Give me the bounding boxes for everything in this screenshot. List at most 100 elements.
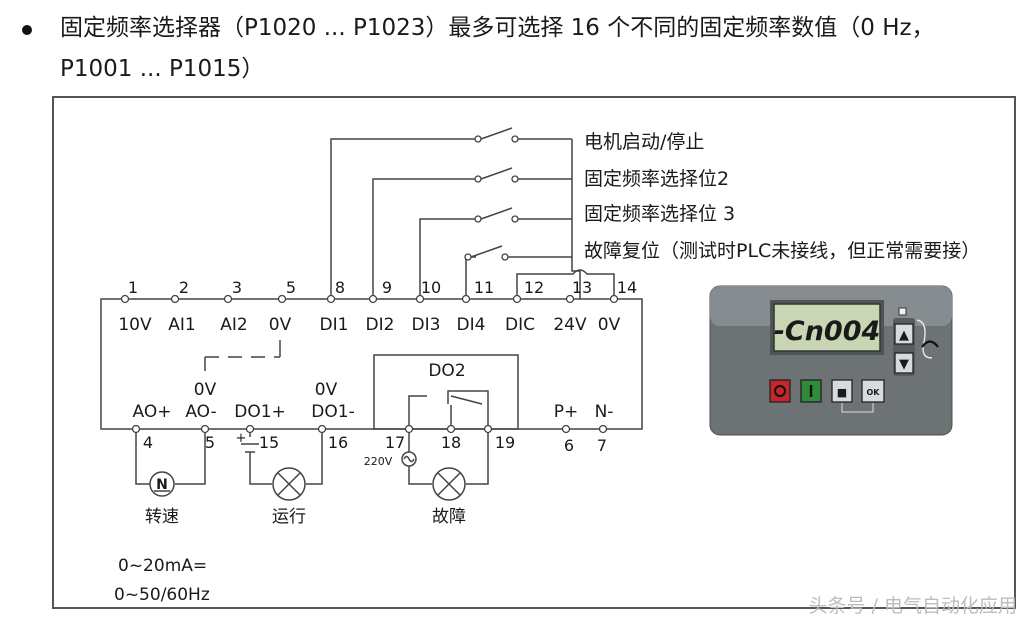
bottom-terminal-sub: 0V (194, 380, 217, 400)
switch-label-3: 固定频率选择位 3 (584, 203, 735, 225)
speed-meter-symbol: N (156, 477, 168, 493)
panel-key-bracket (916, 319, 933, 359)
down-arrow-icon: ▼ (899, 357, 909, 372)
panel-key-link (841, 403, 874, 413)
top-terminal-num: 13 (572, 278, 592, 297)
ok-key-label: OK (867, 388, 881, 397)
switch-2 (480, 167, 572, 180)
panel-indicator (898, 307, 907, 316)
up-arrow-icon: ▲ (899, 328, 909, 343)
speed-label: 转速 (145, 507, 179, 527)
bottom-terminal-name: DO1- (311, 402, 354, 422)
bullet-dot (22, 25, 32, 35)
battery-plus-sign: + (236, 431, 247, 446)
relay-contact (450, 395, 483, 405)
wire-dic-jumper (516, 269, 615, 299)
switch-contacts (464, 135, 519, 261)
bottom-terminal-num: 16 (328, 433, 348, 452)
top-terminal-num: 8 (335, 278, 345, 297)
ac-voltage-label: 220V (364, 455, 393, 468)
analog-note-line-2: 0~50/60Hz (114, 585, 210, 605)
top-terminal-name: 10V (118, 315, 152, 335)
watermark: 头条号 / 电气自动化应用 (808, 595, 1017, 617)
top-terminal-name: DI3 (412, 315, 441, 335)
switch-1 (480, 127, 572, 140)
wire-ao-plus (135, 429, 150, 485)
switch-label-4: 故障复位（测试时PLC未接线，但正常需要接） (584, 240, 980, 262)
switch-label-2: 固定频率选择位2 (584, 168, 729, 190)
bottom-terminal-name: N- (595, 402, 614, 422)
top-terminal-num: 5 (286, 278, 296, 297)
diagram-frame (52, 96, 1016, 609)
wire-do1-minus (306, 429, 323, 485)
header: 固定频率选择器（P1020 ... P1023）最多可选择 16 个不同的固定频… (0, 0, 1031, 92)
bottom-terminal-num: 5 (205, 433, 215, 452)
top-terminal-name: AI2 (220, 315, 247, 335)
fault-lamp (432, 467, 466, 501)
top-terminal-num: 14 (617, 278, 637, 297)
function-key-icon: ■ (837, 386, 847, 399)
wire-19-lamp (466, 429, 489, 485)
top-terminal-name: AI1 (168, 315, 195, 335)
bottom-terminal-name: AO- (185, 402, 216, 422)
bottom-terminal-name: P+ (554, 402, 579, 422)
relay-nc-arm (408, 395, 427, 429)
relay-label: DO2 (428, 361, 465, 381)
top-terminal-num: 10 (421, 278, 441, 297)
ac-wave (403, 455, 415, 463)
top-terminal-num: 3 (232, 278, 242, 297)
top-terminal-num: 2 (179, 278, 189, 297)
wire-di3 (419, 218, 476, 299)
rotate-arrow-icon (921, 340, 939, 348)
switch-3 (480, 207, 572, 220)
down-key[interactable] (894, 352, 914, 374)
wire-ao-minus (175, 429, 206, 485)
display-screen (773, 303, 881, 352)
top-terminal-name: 24V (553, 315, 587, 335)
bottom-terminal-num: 17 (385, 433, 405, 452)
operator-panel: -Cn004 ▲ ▼ ■ OK (709, 285, 953, 436)
top-terminal-name: DIC (505, 315, 535, 335)
bottom-terminal-num: 19 (495, 433, 515, 452)
bottom-terminal-sub: 0V (315, 380, 338, 400)
top-terminal-num: 12 (524, 278, 544, 297)
relay-no-arm (447, 390, 489, 429)
top-terminal-name: 0V (269, 315, 292, 335)
bottom-terminal-num: 4 (143, 433, 153, 452)
relay-block (373, 354, 519, 430)
display-readout: -Cn004 (774, 316, 881, 347)
function-key[interactable] (831, 379, 853, 403)
header-line-2: P1001 ... P1015） (60, 56, 265, 82)
bottom-terminal-num: 7 (597, 436, 607, 455)
wire-do1-lamp (249, 452, 272, 485)
top-terminal-num: 11 (474, 278, 494, 297)
run-label: 运行 (272, 507, 306, 527)
speed-meter (149, 471, 175, 497)
wire-common-24v (571, 139, 581, 299)
wire-di1 (330, 138, 476, 299)
bottom-terminal-name: AO+ (133, 402, 172, 422)
header-line-1: 固定频率选择器（P1020 ... P1023）最多可选择 16 个不同的固定频… (60, 15, 935, 41)
stop-button[interactable] (769, 379, 791, 403)
run-lamp (272, 467, 306, 501)
bottom-terminal-num: 15 (259, 433, 279, 452)
wire-17-lamp (408, 466, 432, 485)
ok-key[interactable] (861, 379, 885, 403)
bottom-terminal-num: 18 (441, 433, 461, 452)
top-terminal-name: DI1 (320, 315, 349, 335)
fault-label: 故障 (432, 507, 466, 527)
top-terminal-name: DI2 (366, 315, 395, 335)
top-terminal-num: 1 (128, 278, 138, 297)
switch-label-1: 电机启动/停止 (584, 131, 704, 153)
top-terminal-num: 9 (382, 278, 392, 297)
bottom-terminal-name: DO1+ (234, 402, 286, 422)
ac-source-symbol (401, 451, 417, 467)
switch-4 (470, 245, 572, 258)
up-key[interactable] (894, 323, 914, 345)
analog-note-line-1: 0~20mA= (118, 556, 207, 576)
bottom-terminal-num: 6 (564, 436, 574, 455)
terminal-dots (120, 294, 619, 434)
top-terminal-name: DI4 (457, 315, 486, 335)
wire-di2 (372, 178, 476, 299)
